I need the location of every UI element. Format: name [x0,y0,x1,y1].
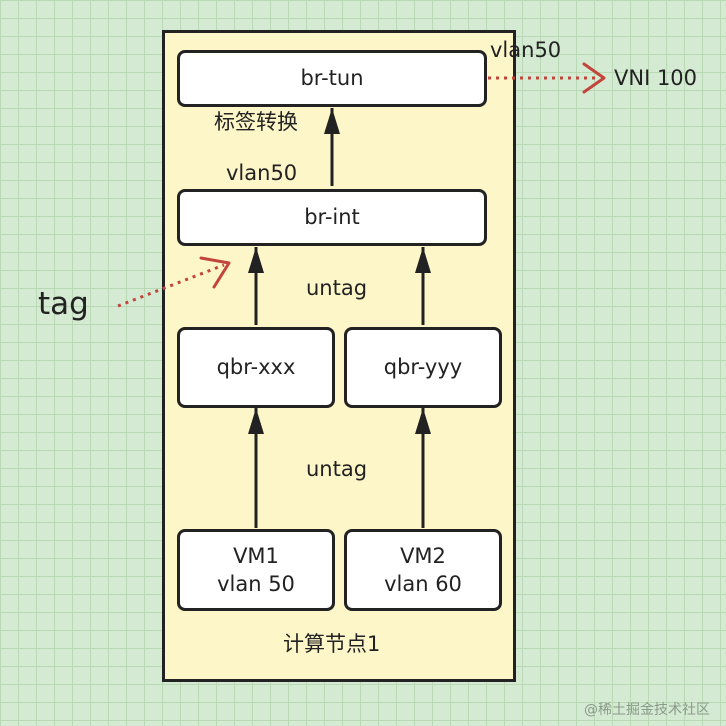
vm2-box: VM2 vlan 60 [344,529,502,611]
dotted-arrow-tag-head [199,256,231,289]
arrow-vm1-to-qbrxxx-head [248,408,264,434]
vlan50-mid-label: vlan50 [226,161,298,185]
qbr-xxx-label: qbr-xxx [216,355,296,380]
untag-upper-label: untag [306,276,368,300]
qbr-yyy-label: qbr-yyy [383,355,463,380]
vm1-box: VM1 vlan 50 [177,529,335,611]
arrow-vm2-to-qbryyy-head [415,408,431,434]
vlan50-top-label: vlan50 [490,38,562,62]
compute-node-label: 计算节点1 [283,632,381,656]
br-int-label: br-int [304,205,360,230]
vm1-name: VM1 [233,543,279,568]
arrow-brint-to-brtun-head [324,108,340,134]
watermark: @稀土掘金技术社区 [584,702,710,718]
qbr-xxx-box: qbr-xxx [177,327,335,408]
untag-lower-label: untag [306,457,368,481]
br-tun-box: br-tun [177,50,487,107]
dotted-arrow-brtun-to-vni-head [582,62,606,94]
vm1-vlan: vlan 50 [217,572,295,596]
arrow-qbrxxx-to-brint-head [248,247,264,273]
arrow-qbryyy-to-brint-head [415,247,431,273]
tag-label: tag [38,286,89,322]
br-tun-label: br-tun [300,66,364,91]
vm2-name: VM2 [400,543,446,568]
vm2-vlan: vlan 60 [384,572,462,596]
dotted-arrow-tag [117,263,225,308]
vni-label: VNI 100 [614,66,698,90]
qbr-yyy-box: qbr-yyy [344,327,502,408]
br-int-box: br-int [177,189,487,246]
translation-label: 标签转换 [214,110,298,134]
